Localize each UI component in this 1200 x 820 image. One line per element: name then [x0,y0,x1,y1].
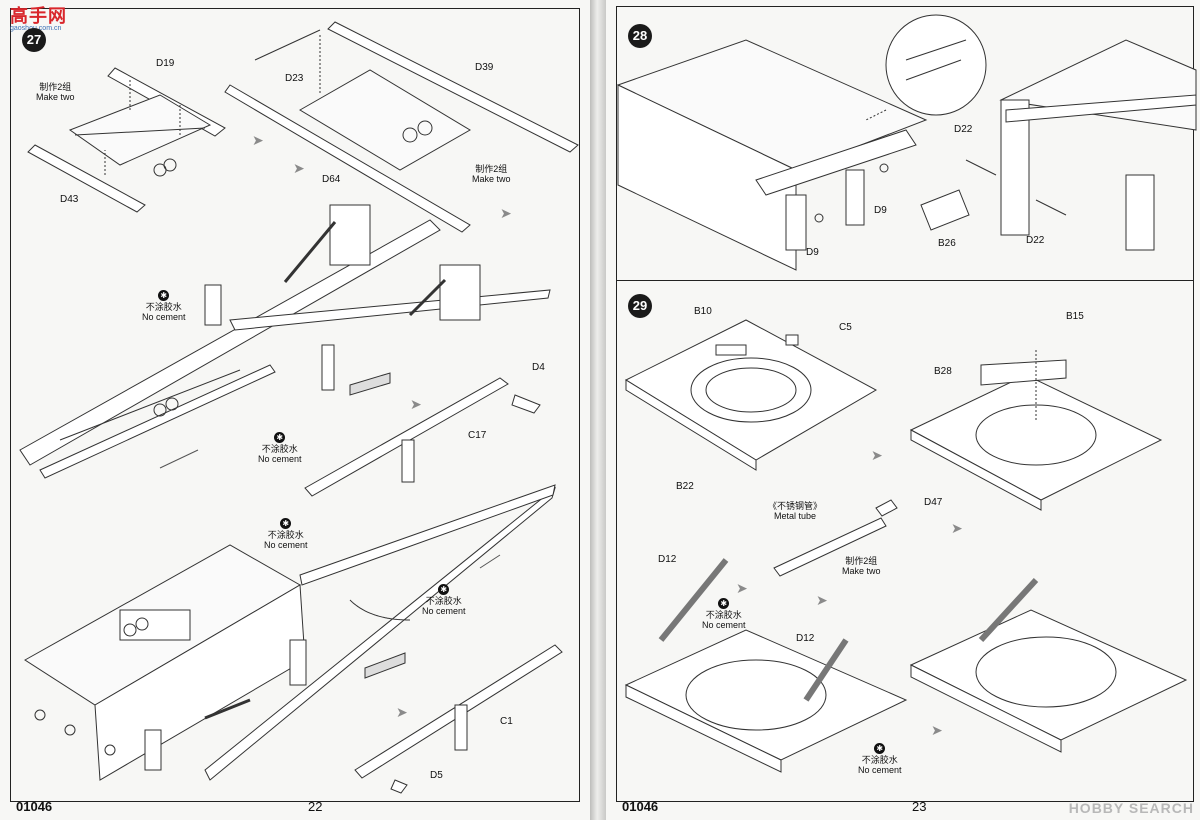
step29-turntable-panel-1 [624,319,878,471]
label-d43: D43 [60,194,79,205]
label-d4: D4 [532,362,545,373]
step29-metal-tube [773,499,898,577]
flow-arrow-icon: ➤ [396,704,408,720]
label-d47: D47 [924,497,943,508]
double-arrow-2 [479,554,501,569]
step29-turntable-panel-2 [909,350,1163,511]
label-c17: C17 [468,430,487,441]
instruction-page-right: 28 29 [606,0,1200,820]
label-b26: B26 [938,238,956,249]
label-d19: D19 [156,58,175,69]
label-b15: B15 [1066,311,1084,322]
no-cement-icon: ✱ [158,290,170,301]
flow-arrow-icon: ➤ [500,205,512,221]
product-code: 01046 [16,799,53,814]
label-d22: D22 [1026,235,1045,246]
page-frame [10,8,580,802]
flow-arrow-icon: ➤ [293,160,305,176]
label-c5: C5 [839,322,852,333]
label-d39: D39 [475,62,494,73]
flow-arrow-icon: ➤ [951,520,963,536]
label-b28: B28 [934,366,952,377]
metal-tube-note: 《不锈钢管》Metal tube [768,501,823,522]
no-cement-icon: ✱ [438,584,450,595]
step-badge-29: 29 [628,294,652,318]
step29-turntable-panel-4 [909,577,1188,753]
flow-arrow-icon: ➤ [931,722,943,738]
step29-turntable-panel-3 [624,558,908,773]
subassembly-rear-frame [27,67,226,213]
page-number: 22 [308,799,323,814]
double-arrow-1 [159,449,199,469]
label-c1: C1 [500,716,513,727]
label-d12: D12 [658,554,677,565]
assembly-drawing-steps-28-29 [616,14,1197,773]
label-d23: D23 [285,73,304,84]
step28-frame-left [616,39,970,271]
label-d12: D12 [796,633,815,644]
label-d5: D5 [430,770,443,781]
step28-detail-inset [865,14,987,121]
flow-arrow-icon: ➤ [736,580,748,596]
no-cement-icon: ✱ [874,743,886,754]
page-number: 23 [912,799,927,814]
no-cement-icon: ✱ [274,432,286,443]
no-cement-icon: ✱ [280,518,292,529]
no-cement-icon: ✱ [718,598,730,609]
label-d9: D9 [874,205,887,216]
step-badge-28: 28 [628,24,652,48]
assembly-drawing-step-27 [19,21,579,794]
label-d9: D9 [806,247,819,258]
flow-arrow-icon: ➤ [871,447,883,463]
instruction-page-left: 高手网gaoshou.com.cn 27 [0,0,590,820]
label-b22: B22 [676,481,694,492]
step-divider [616,280,1194,281]
flow-arrow-icon: ➤ [410,396,422,412]
page-frame [616,6,1194,802]
flow-arrow-icon: ➤ [816,592,828,608]
product-code: 01046 [622,799,659,814]
subassembly-chassis-middle [19,204,551,479]
subassembly-main-frame [224,21,579,233]
part-c17-rail [304,377,541,497]
step28-frame-right [965,39,1197,251]
brand-watermark: HOBBY SEARCH [1068,800,1194,816]
step-badge-27: 27 [22,28,46,52]
label-b10: B10 [694,306,712,317]
part-c1-rail [354,644,563,794]
subassembly-chassis-bottom [24,484,556,781]
label-d22: D22 [954,124,973,135]
book-gutter [590,0,606,820]
flow-arrow-icon: ➤ [252,132,264,148]
label-d64: D64 [322,174,341,185]
